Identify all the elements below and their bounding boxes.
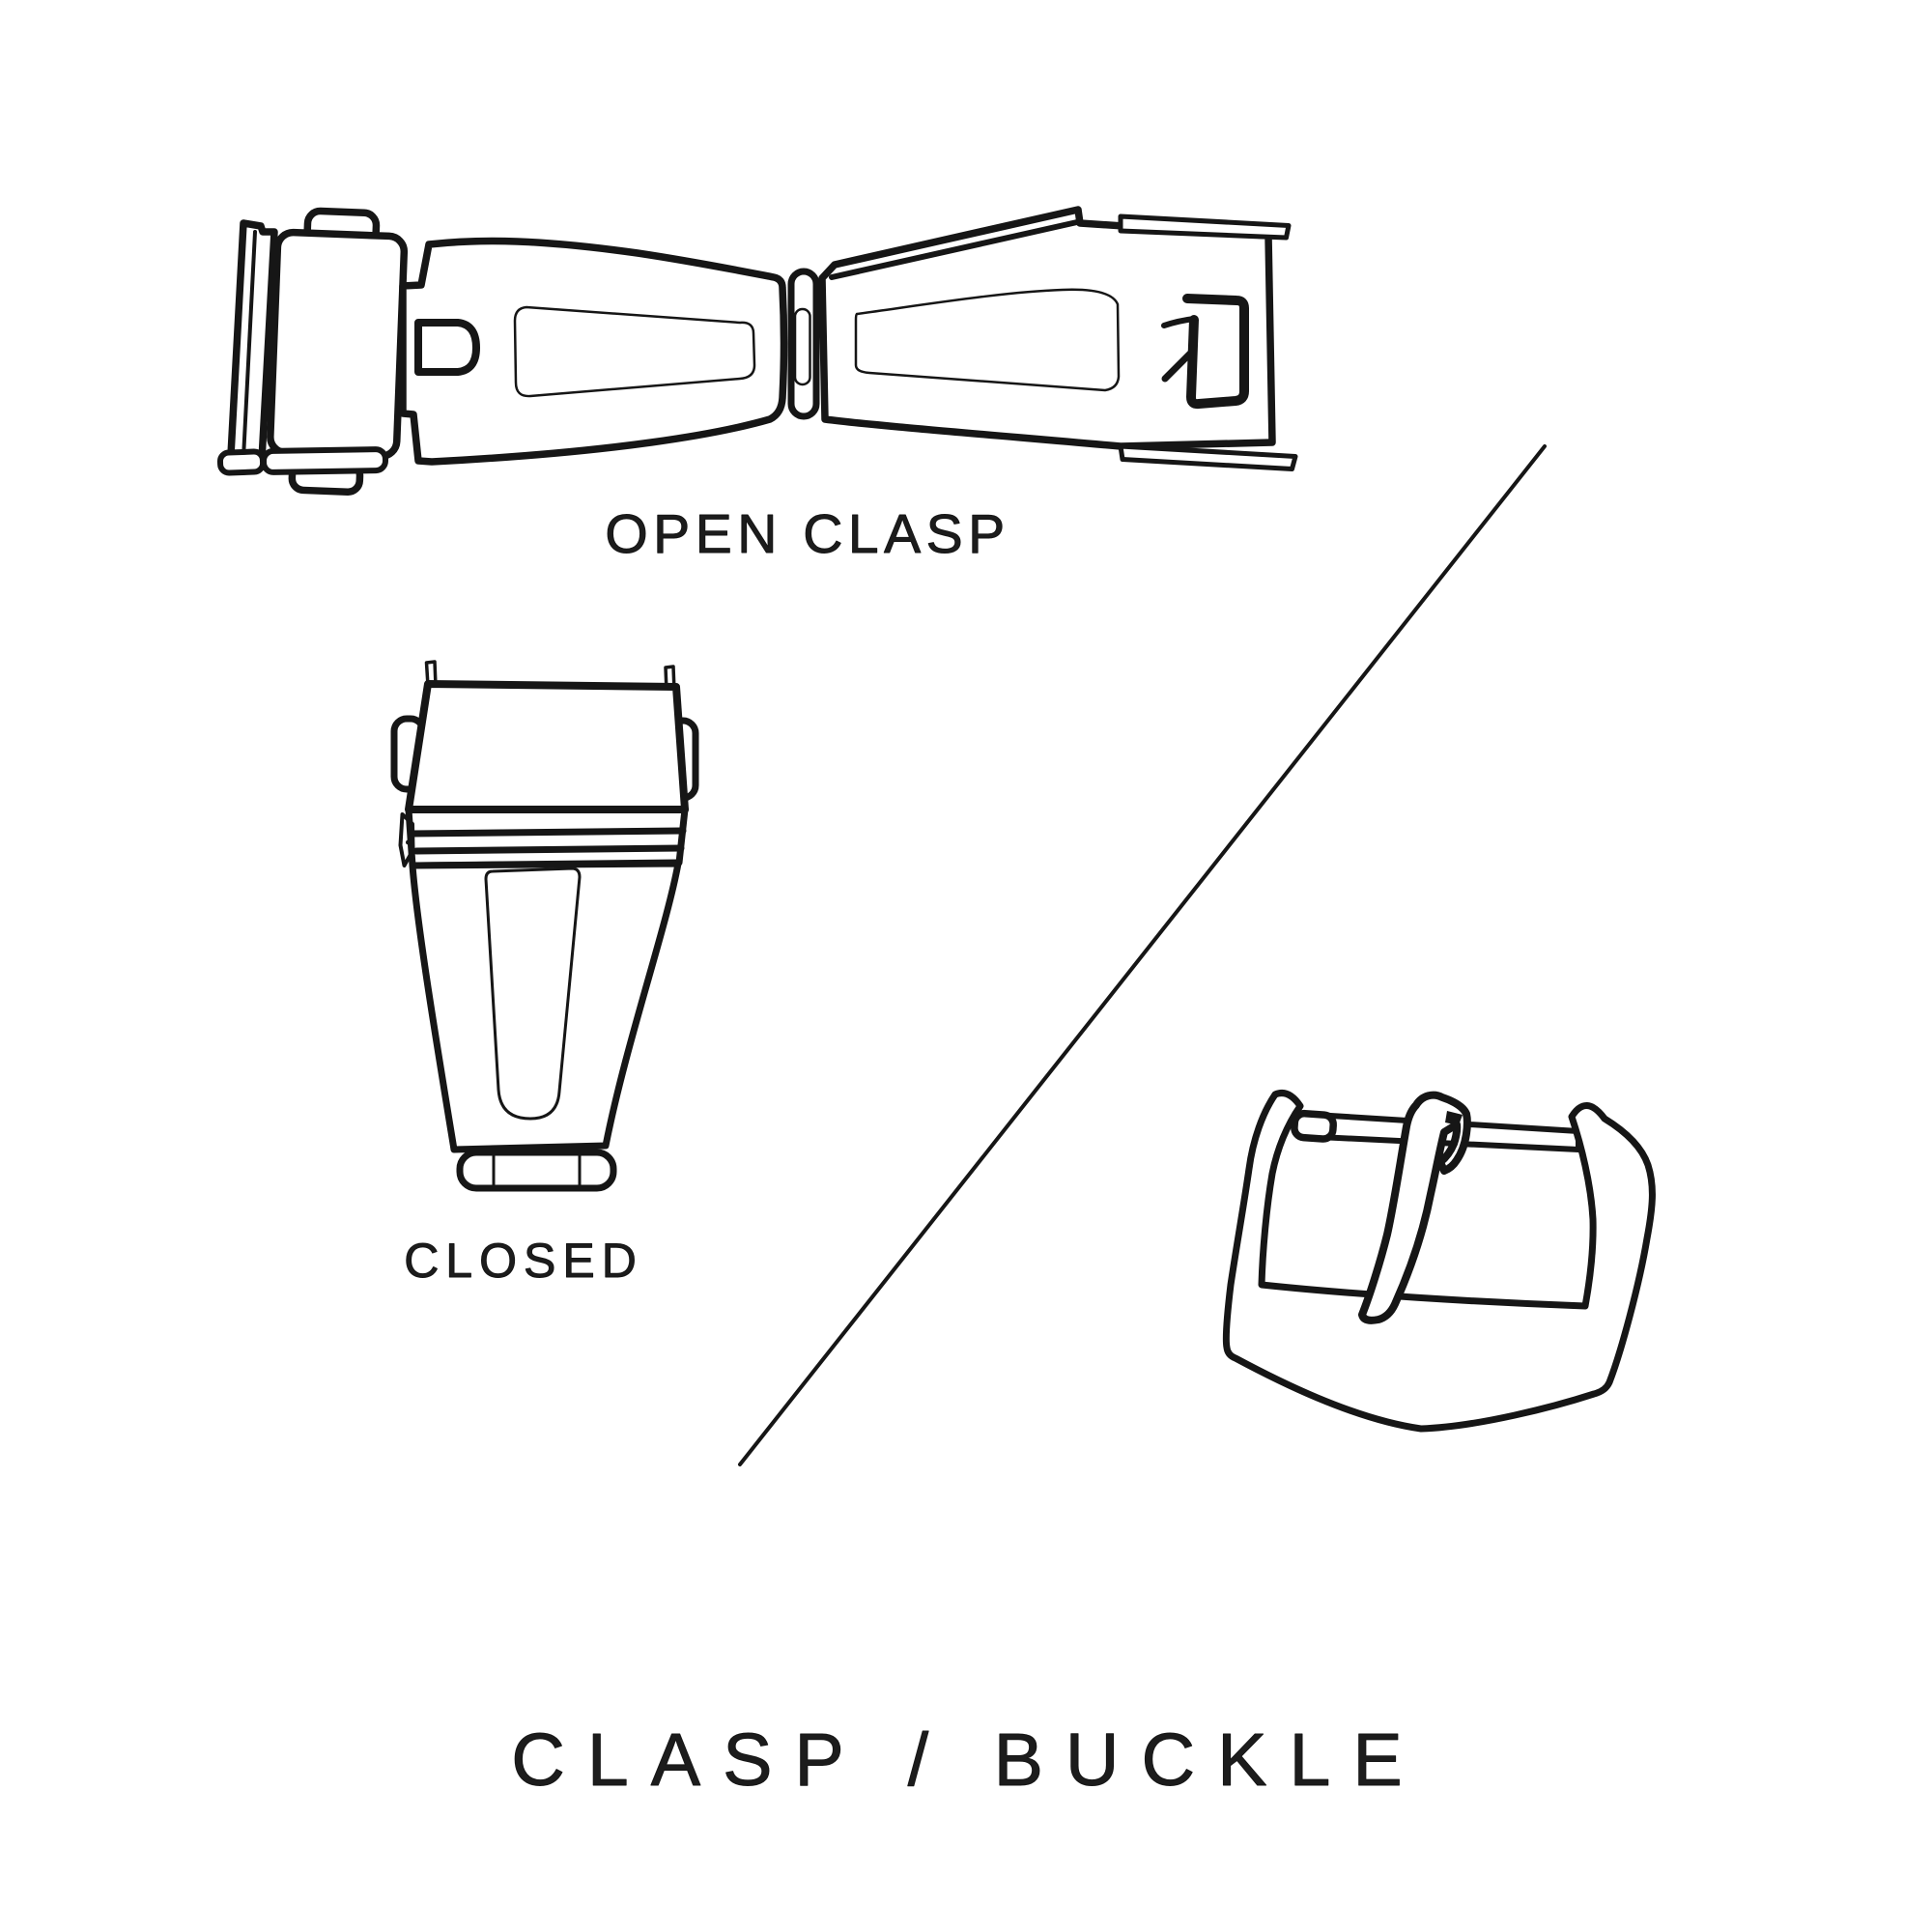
svg-text:CLASP / BUCKLE: CLASP / BUCKLE	[511, 1719, 1424, 1802]
svg-text:OPEN CLASP: OPEN CLASP	[605, 503, 1009, 565]
svg-text:CLOSED: CLOSED	[404, 1234, 643, 1288]
